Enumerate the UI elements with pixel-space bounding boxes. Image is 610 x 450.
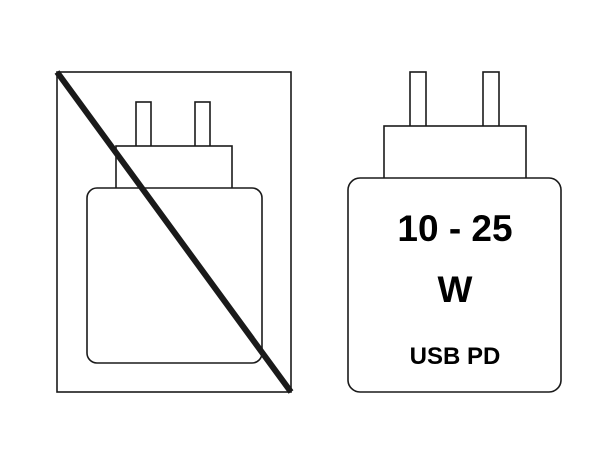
usb-pd-label: USB PD [410, 343, 501, 370]
right-charger-panel: 10 - 25 W USB PD [347, 71, 562, 393]
left-plug-collar [115, 145, 233, 191]
left-plug-prong-right [194, 101, 211, 149]
right-charger-body [347, 177, 562, 393]
right-plug-collar [383, 125, 527, 181]
right-plug-prong-left [409, 71, 427, 129]
left-charger-panel [54, 70, 294, 394]
power-unit-label: W [438, 269, 473, 310]
right-plug-prong-right [482, 71, 500, 129]
power-range-label: 10 - 25 [397, 208, 512, 249]
left-plug-prong-left [135, 101, 152, 149]
left-charger-body [86, 187, 263, 364]
strike-through-line [54, 70, 294, 394]
